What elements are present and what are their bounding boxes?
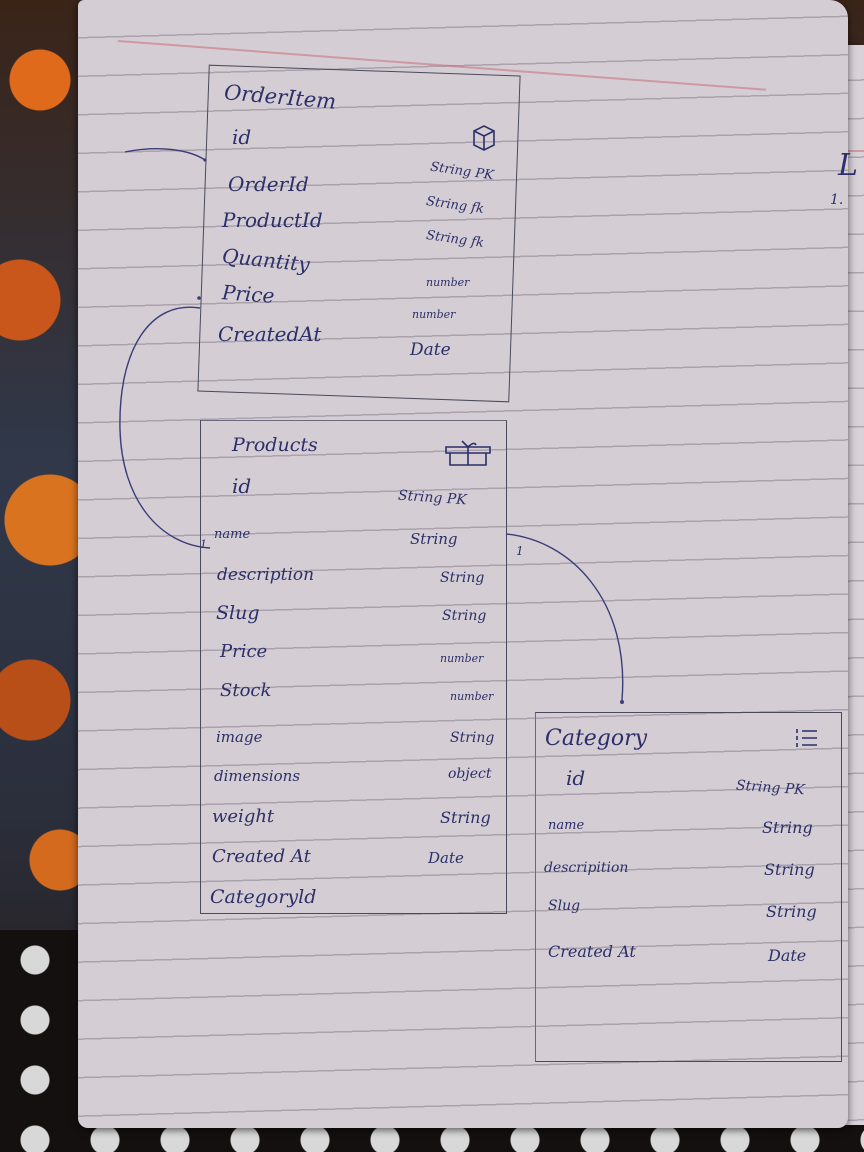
products-type-image: String [450,730,495,746]
category-field-name: name [548,818,585,833]
category-type-slug: String [766,902,817,921]
orderitem-field-id: id [232,125,252,149]
cube-icon [470,123,498,157]
relation-orderitem-products-one: 1 [200,538,207,551]
products-field-stock: Stock [220,680,272,701]
products-entity-box [200,420,507,914]
connector-orderitem-top [124,148,206,161]
connector-dot-orderid [203,158,207,162]
connector-products-category [505,533,624,701]
products-type-dimensions: object [448,766,492,782]
products-title: Products [232,434,318,456]
products-field-slug: Slug [216,602,260,624]
category-field-descripition: descripition [544,860,629,876]
list-icon [795,725,819,755]
products-type-description: String [440,570,485,586]
products-field-id: id [232,474,252,498]
orderitem-field-orderid: OrderId [228,172,309,196]
orderitem-type-price: number [426,276,470,289]
category-entity-box [535,712,842,1062]
products-type-name: String [410,530,458,548]
orderitem-field-createdat: CreatedAt [218,322,322,346]
category-title: Category [545,726,648,751]
products-field-price: Price [220,641,268,662]
products-type-stock: number [450,690,494,703]
category-type-descripition: String [764,860,815,879]
products-type-price: number [440,652,484,665]
products-field-categoryid: Categoryld [210,886,317,908]
relation-products-category-one: 1 [516,544,524,558]
products-type-weight: String [440,808,491,827]
category-field-id: id [566,766,586,790]
products-type-createdat: Date [428,849,464,867]
category-field-slug: Slug [548,898,581,914]
right-page-number: 1. [830,192,844,208]
products-type-slug: String [442,608,487,624]
connector-dot-category [620,700,624,704]
orderitem-type-createdat: number [412,308,456,321]
notebook-page [78,0,848,1128]
orderitem-type-date: Date [410,340,451,360]
orderitem-field-productid: ProductId [222,208,323,232]
products-field-weight: weight [212,806,275,827]
products-field-createdat: Created At [212,846,311,867]
products-field-name: name [214,527,251,542]
connector-dot-price [197,296,201,300]
products-field-description: description [217,565,315,585]
category-type-createdat: Date [768,946,807,965]
gift-icon [442,437,494,471]
products-field-image: image [216,728,263,746]
connector-orderitem-products [119,306,211,549]
products-field-dimensions: dimensions [214,767,301,785]
category-type-name: String [762,818,813,837]
right-page-letter: L [838,148,858,183]
category-field-createdat: Created At [548,942,636,961]
